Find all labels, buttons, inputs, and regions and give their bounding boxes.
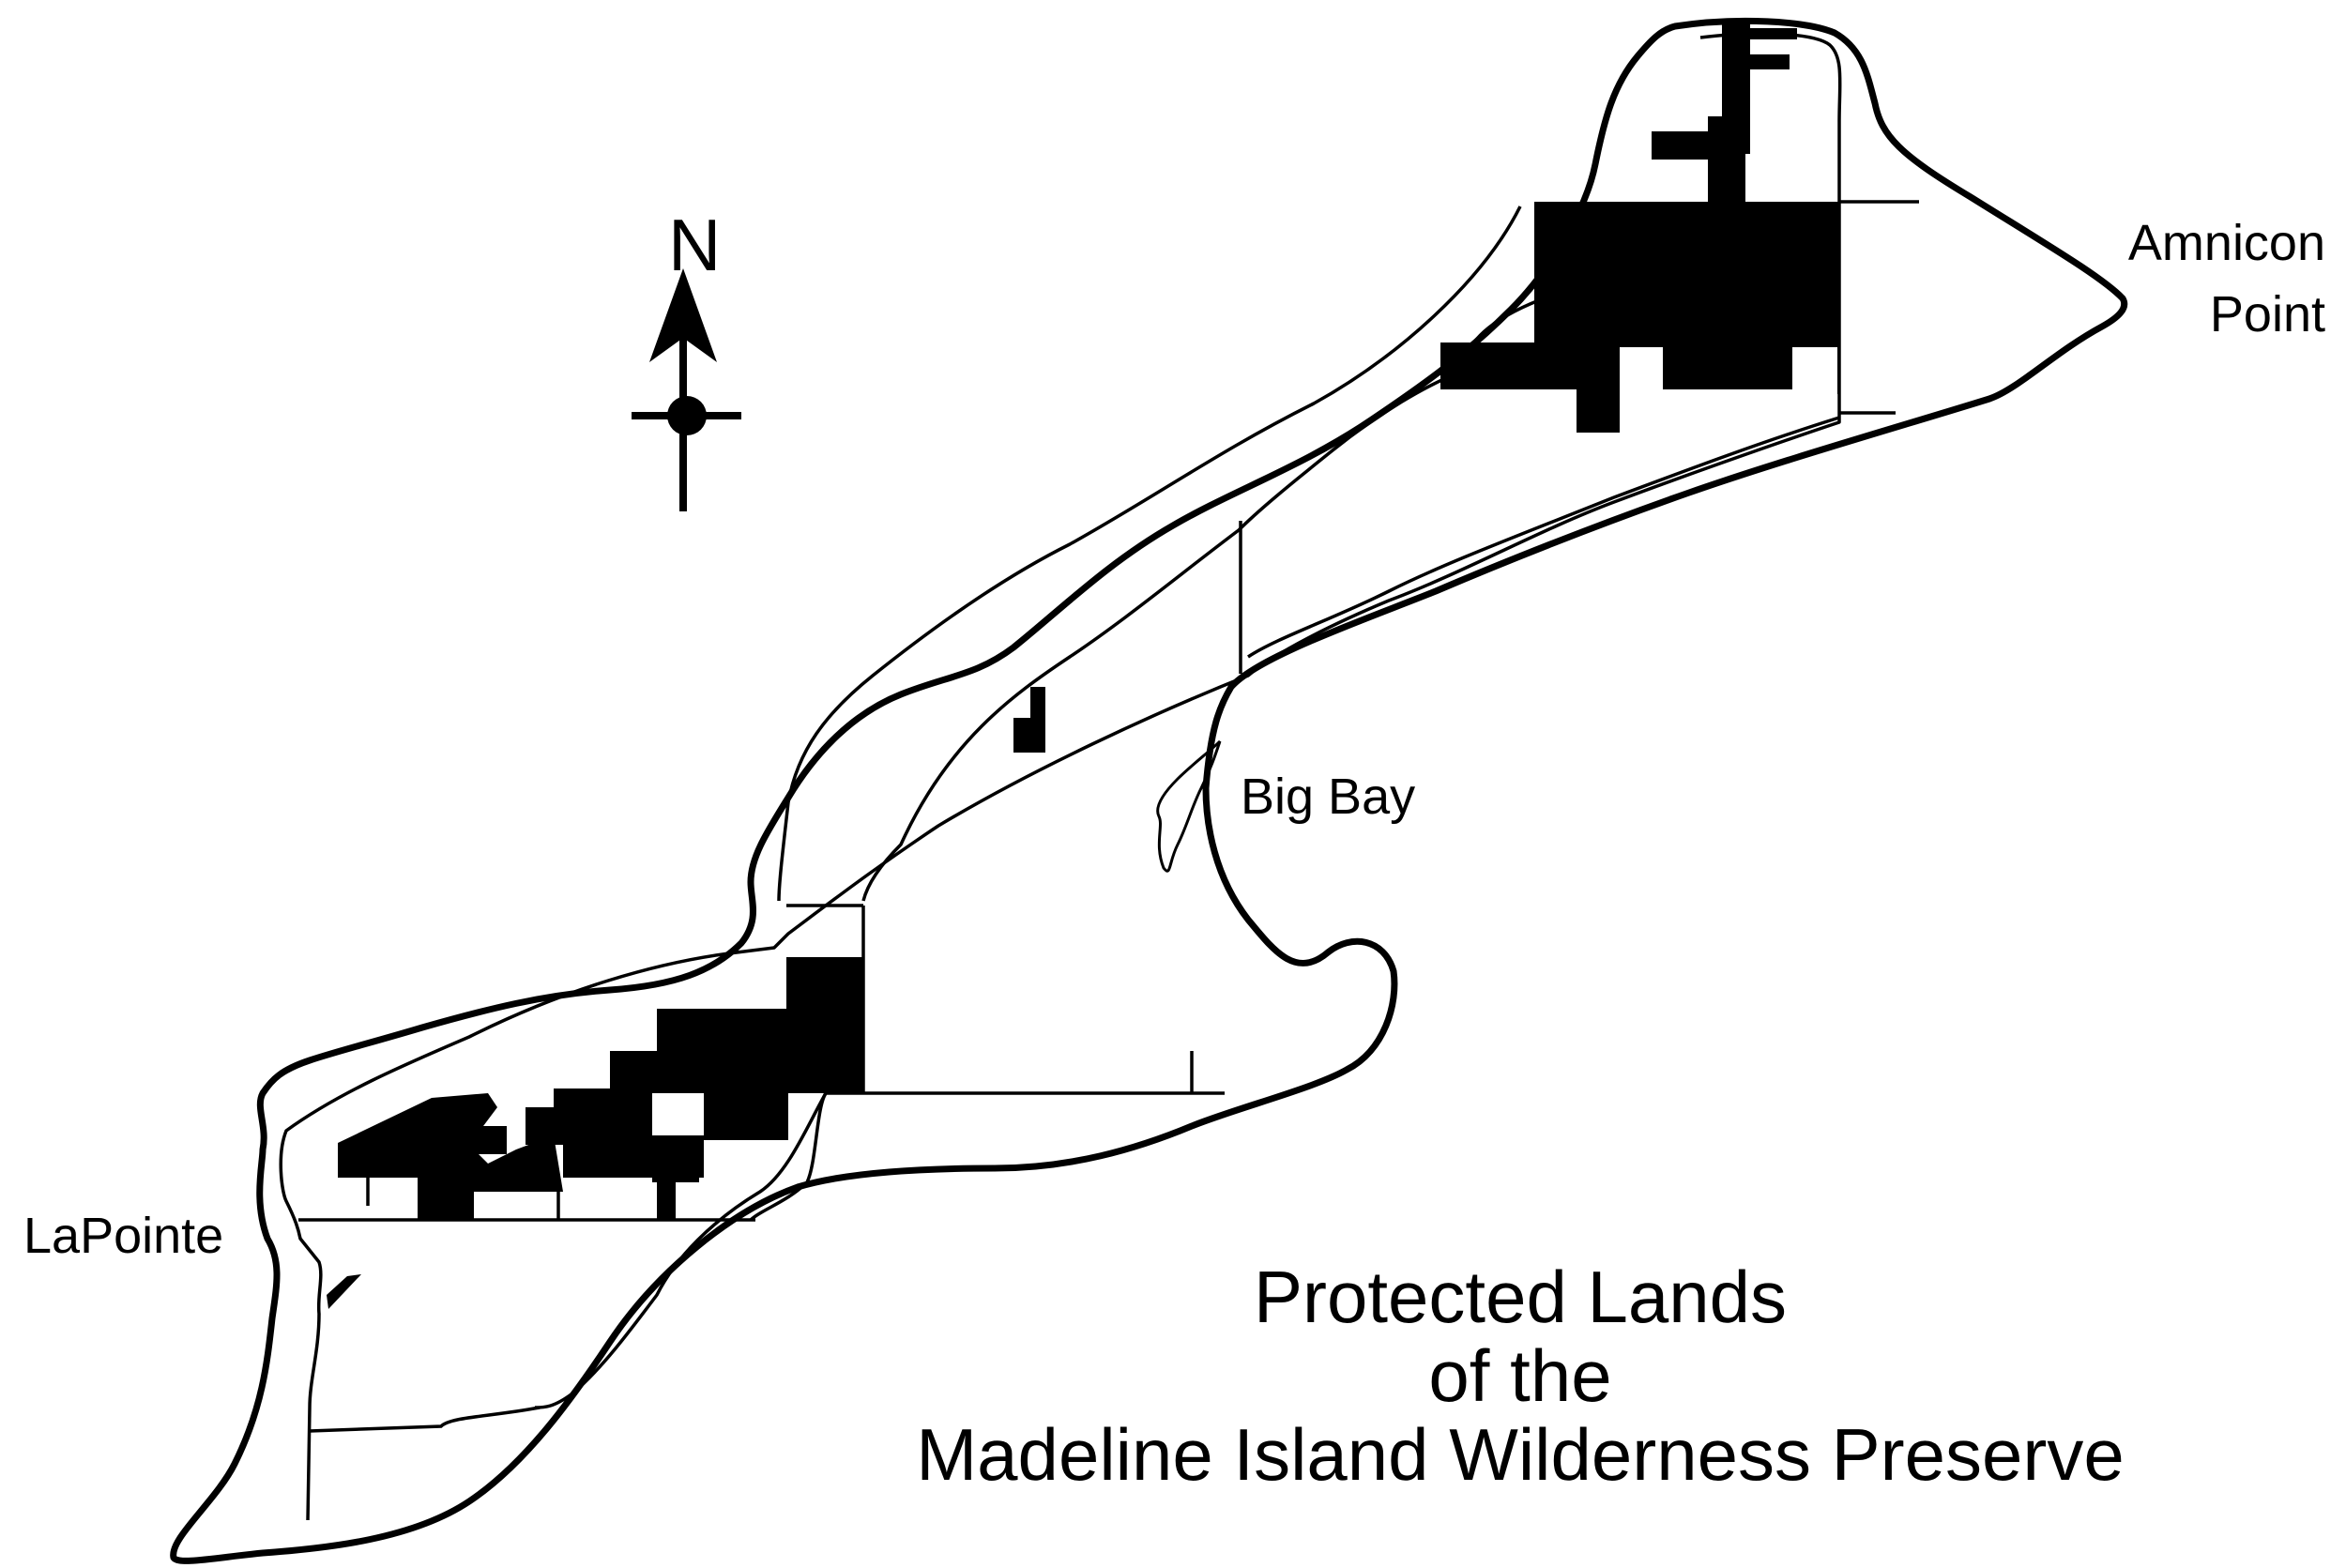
north-shore-road [777, 206, 1522, 902]
southwest-road [309, 1092, 828, 1433]
big-bay-lagoon [1156, 739, 1222, 873]
north-label: N [668, 204, 722, 286]
protected-parcels [327, 23, 1839, 1309]
north-arrow-icon [632, 268, 741, 511]
amnicon-point-label: Amnicon Point [2091, 218, 2325, 340]
perimeter-road [279, 32, 1842, 1521]
amnicon-line2: Point [2209, 286, 2325, 343]
south-shore-road [534, 416, 1840, 1409]
title-line-2: of the [1428, 1334, 1612, 1418]
title-line-1: Protected Lands [1253, 1256, 1788, 1338]
big-bay-label: Big Bay [1241, 769, 1416, 825]
amnicon-line1: Amnicon [2127, 215, 2325, 271]
map-title: Protected Lands of the Madeline Island W… [826, 1257, 2215, 1495]
island-coastline [170, 17, 2128, 1564]
title-line-3: Madeline Island Wilderness Preserve [916, 1413, 2125, 1497]
lapointe-label: LaPointe [23, 1208, 224, 1264]
